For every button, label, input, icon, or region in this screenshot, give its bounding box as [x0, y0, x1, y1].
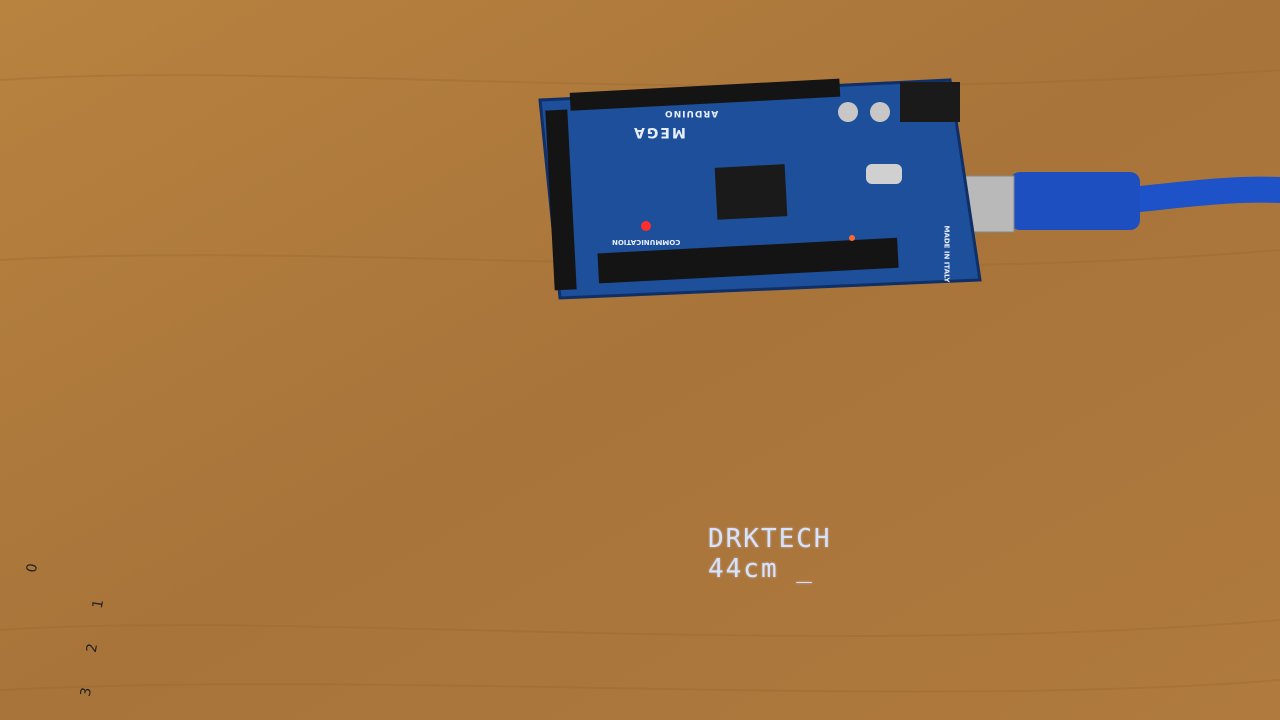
board-maker-label: ARDUINO — [664, 108, 719, 118]
lcd-line-2: 44cm _ — [708, 554, 814, 584]
lcd-line-1: DRKTECH — [708, 524, 832, 554]
board-section-label: COMMUNICATION — [612, 238, 681, 246]
board-brand-label: MEGA — [632, 124, 686, 140]
arduino-mega-board — [538, 78, 982, 300]
board-origin-label: MADE IN ITALY — [942, 225, 951, 283]
